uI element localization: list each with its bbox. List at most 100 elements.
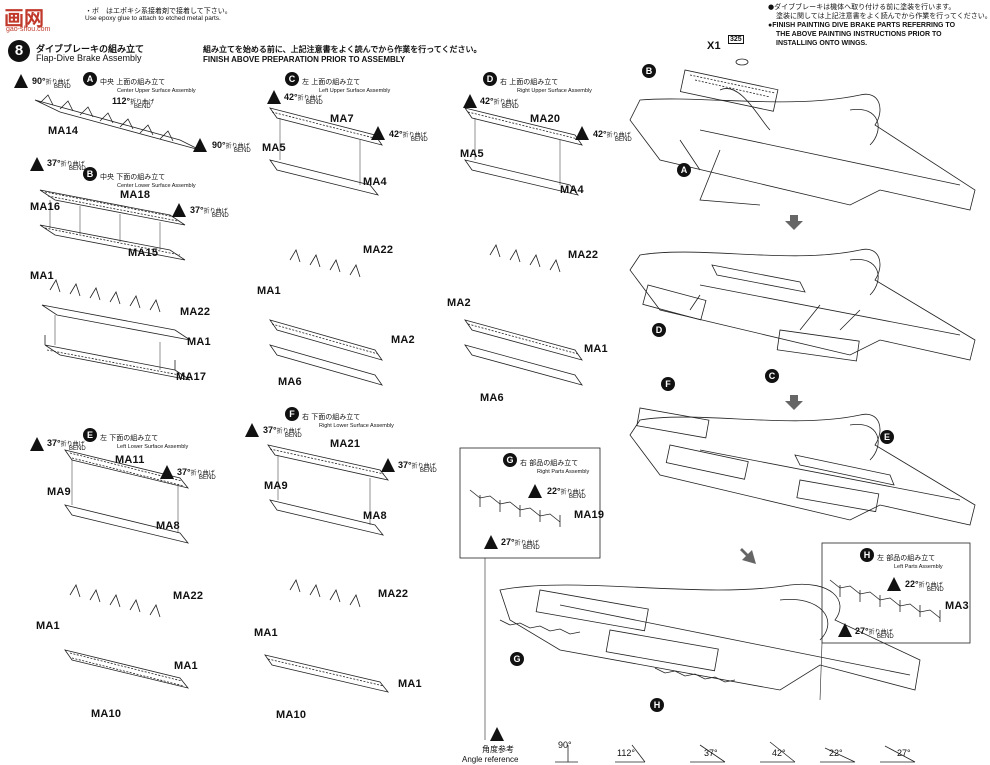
watermark-site: gao-shou.com	[6, 26, 51, 33]
bend-arrow-icon	[30, 157, 44, 171]
watermark-logo: 画网	[4, 6, 44, 30]
paint-note: ●ダイブブレーキは機体へ取り付ける前に塗装を行います。 塗装に関しては上記注意書…	[768, 3, 990, 48]
bend-arrow-icon	[160, 465, 174, 479]
part-label: MA1	[254, 627, 278, 639]
part-label: MA9	[47, 486, 71, 498]
bend-arrow-icon	[172, 203, 186, 217]
bend-arrow-icon	[30, 437, 44, 451]
sub-badge-h: H	[860, 548, 874, 562]
part-label: MA14	[48, 125, 79, 137]
part-label: MA1	[187, 336, 211, 348]
part-label: MA22	[363, 244, 394, 256]
callout-badge-e: E	[880, 430, 894, 444]
sub-title-d-jp: 右 上面の組み立て	[500, 78, 559, 86]
callout-badge-c: C	[765, 369, 779, 383]
sub-badge-f: F	[285, 407, 299, 421]
part-label: MA1	[174, 660, 198, 672]
part-label: MA4	[363, 176, 387, 188]
part-label: MA19	[574, 509, 605, 521]
part-label: MA1	[584, 343, 608, 355]
part-label: MA10	[276, 709, 307, 721]
paint-note-jp1: ●ダイブブレーキは機体へ取り付ける前に塗装を行います。	[768, 3, 956, 11]
prep-note-en: FINISH ABOVE PREPARATION PRIOR TO ASSEMB…	[203, 55, 406, 64]
bend-arrow-icon	[528, 484, 542, 498]
angle-reference-icon	[490, 727, 504, 741]
part-label: MA21	[330, 438, 361, 450]
paint-note-en2: THE ABOVE PAINTING INSTRUCTIONS PRIOR TO	[776, 31, 942, 38]
paint-note-en3: INSTALLING ONTO WINGS.	[776, 40, 868, 47]
part-label: MA1	[257, 285, 281, 297]
sub-badge-a: A	[83, 72, 97, 86]
bend-arrow-icon	[575, 126, 589, 140]
paint-note-en1: ●FINISH PAINTING DIVE BRAKE PARTS REFERR…	[768, 22, 956, 29]
sub-title-e-jp: 左 下面の組み立て	[100, 434, 159, 442]
angle-ref-en: Angle reference	[462, 755, 519, 764]
sub-badge-d: D	[483, 72, 497, 86]
sub-badge-b: B	[83, 167, 97, 181]
bend-arrow-icon	[484, 535, 498, 549]
sub-title-h-jp: 左 部品の組み立て	[877, 554, 936, 562]
bend-arrow-icon	[14, 74, 28, 88]
prep-note-jp: 組み立てを始める前に、上記注意書をよく読んでから作業を行ってください。	[203, 45, 482, 54]
angle-ref-value: 112°	[617, 748, 635, 758]
bend-arrow-icon	[887, 577, 901, 591]
sub-title-b-en: Center Lower Surface Assembly	[117, 183, 196, 189]
angle-ref-value: 90°	[558, 740, 572, 750]
step-title-jp: ダイブブレーキの組み立て	[36, 45, 145, 55]
part-label: MA4	[560, 184, 584, 196]
part-label: MA8	[156, 520, 180, 532]
part-label: MA7	[330, 113, 354, 125]
sub-badge-c: C	[285, 72, 299, 86]
paint-note-jp2: 塗装に関しては上記注意書をよく読んでから作業を行ってください。	[776, 12, 990, 20]
angle-ref-value: 37°	[704, 748, 718, 758]
part-ref-box: 325	[728, 35, 744, 44]
part-label: MA3	[945, 600, 969, 612]
sub-badge-g: G	[503, 453, 517, 467]
part-label: MA17	[176, 371, 207, 383]
callout-badge-f: F	[661, 377, 675, 391]
sub-title-g-en: Right Parts Assembly	[537, 469, 590, 475]
part-label: MA22	[180, 306, 211, 318]
bend-arrow-icon	[381, 458, 395, 472]
part-label: MA2	[391, 334, 415, 346]
part-label: MA2	[447, 297, 471, 309]
part-label: MA9	[264, 480, 288, 492]
bend-arrow-icon	[838, 623, 852, 637]
sub-title-a-jp: 中央 上面の組み立て	[100, 78, 166, 86]
part-label: MA1	[30, 270, 54, 282]
bend-arrow-icon	[193, 138, 207, 152]
part-label: MA6	[480, 392, 504, 404]
sub-title-e-en: Left Lower Surface Assembly	[117, 444, 189, 450]
sub-badge-e: E	[83, 428, 97, 442]
part-label: MA11	[115, 454, 145, 466]
top-note-en: Use epoxy glue to attach to etched metal…	[85, 15, 221, 22]
part-label: X1	[707, 40, 721, 52]
sub-title-f-jp: 右 下面の組み立て	[302, 413, 361, 421]
callout-badge-g: G	[510, 652, 524, 666]
part-label: MA16	[30, 201, 61, 213]
top-note-jp: ・ボ はエポキシ系接着剤で接着して下さい。	[85, 7, 232, 15]
part-label: MA22	[378, 588, 409, 600]
